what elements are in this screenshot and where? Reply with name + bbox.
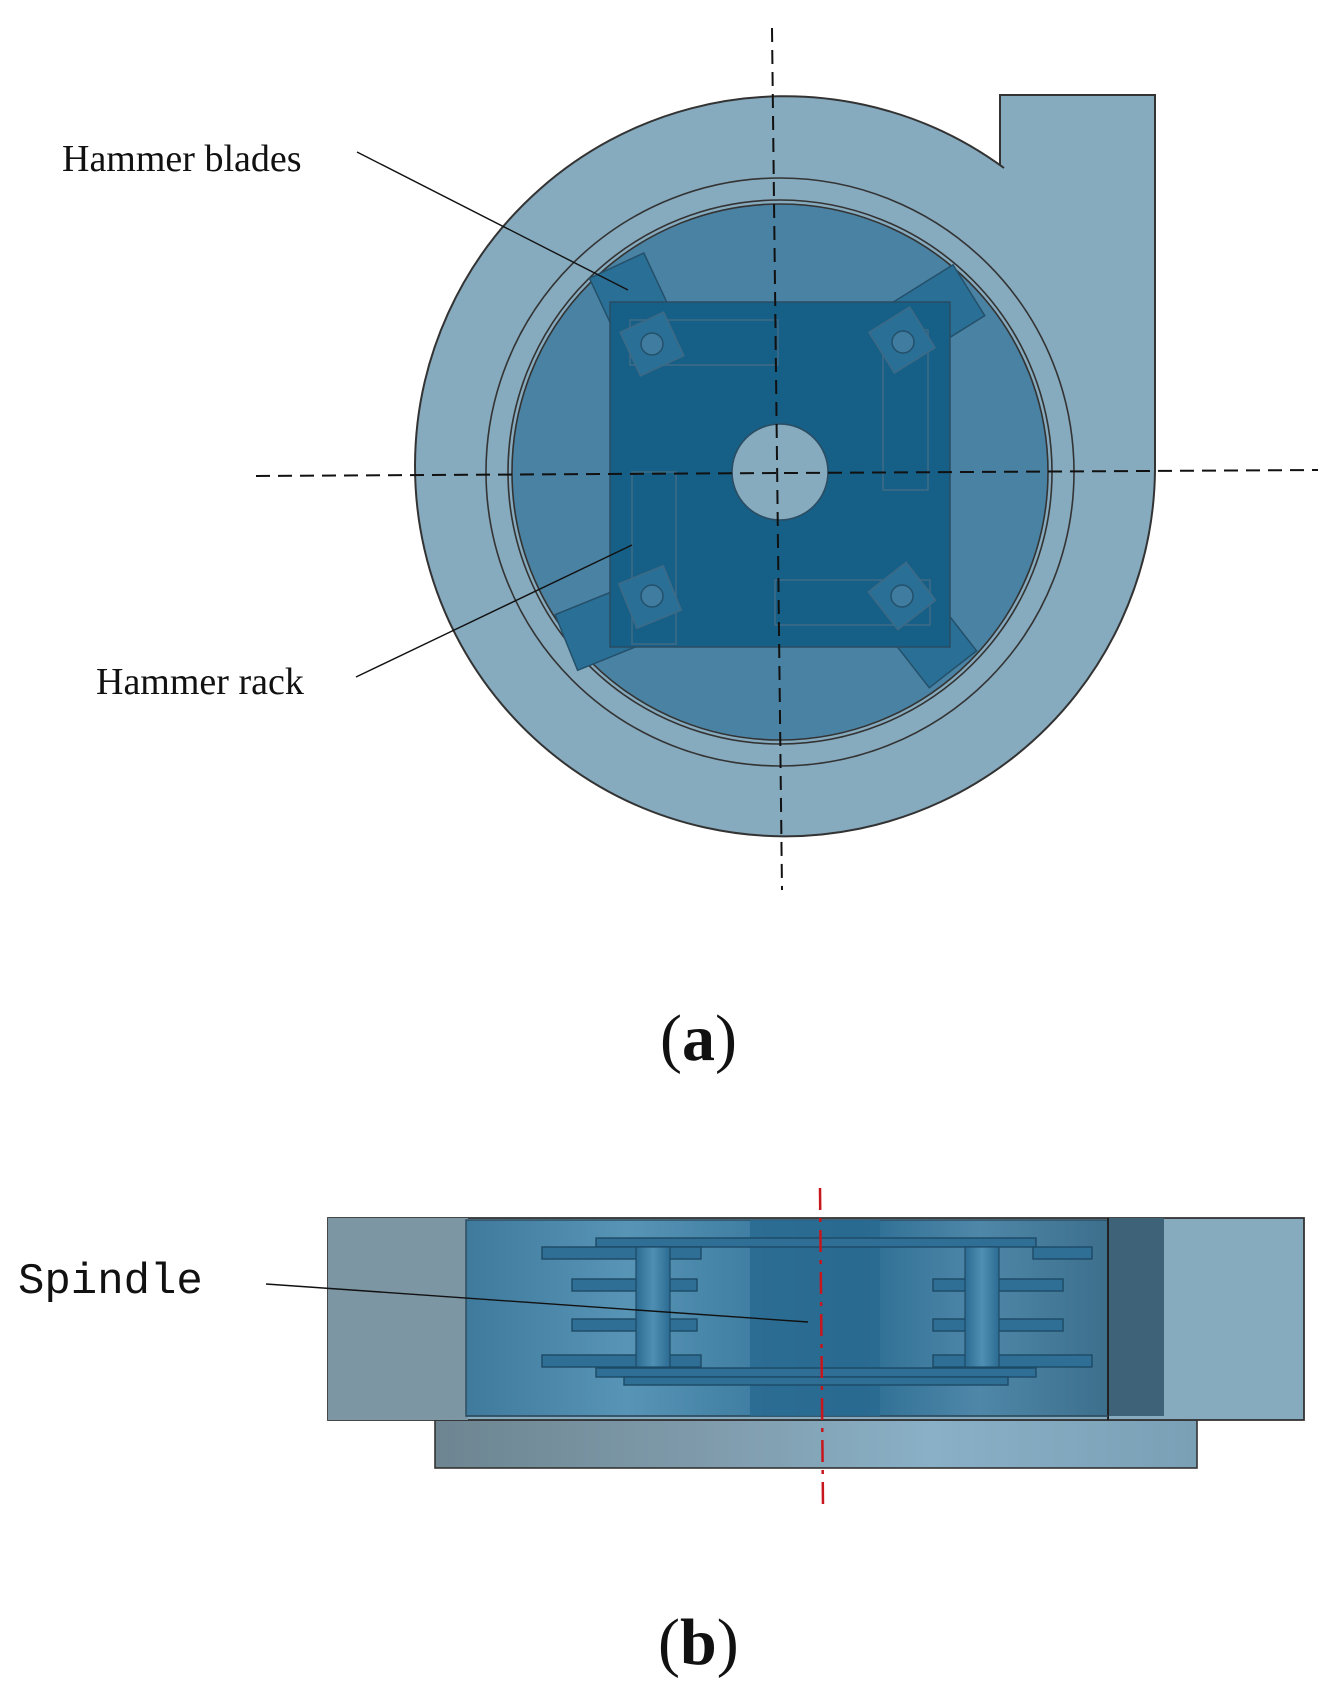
pin-icon (640, 332, 664, 356)
hammer-rack-label: Hammer rack (96, 661, 304, 703)
panel-b-label: (b) (658, 1606, 739, 1679)
spindle-axis (818, 1187, 825, 1506)
rack-arms (629, 319, 931, 645)
side-casing-dark-face (1108, 1218, 1164, 1416)
blade-tips (617, 305, 937, 631)
hammer-blades-label: Hammer blades (62, 138, 302, 180)
panel-a-label: (a) (660, 1002, 737, 1075)
pin-shaft (635, 1246, 671, 1368)
pin-shaft (964, 1246, 1000, 1368)
pin-icon (640, 584, 664, 608)
vertical-axis (771, 27, 783, 891)
leader-lines-a (355, 151, 633, 678)
pin-shafts (635, 1246, 1000, 1368)
centre-axes (255, 27, 1319, 891)
spindle-label: Spindle (18, 1257, 203, 1307)
side-casing-left-face (328, 1218, 468, 1420)
central-shaft (750, 1220, 880, 1416)
pin-icon (891, 330, 915, 354)
blade-pins (640, 330, 915, 608)
base-plate (434, 1419, 1198, 1469)
spindle-leader (265, 1283, 809, 1323)
panel-a-top-view: Hammer blades Hammer rack (a) (62, 27, 1319, 1075)
pin-icon (890, 584, 914, 608)
horizontal-axis (255, 469, 1319, 477)
panel-b-side-view: Spindle (b) (18, 1187, 1305, 1679)
